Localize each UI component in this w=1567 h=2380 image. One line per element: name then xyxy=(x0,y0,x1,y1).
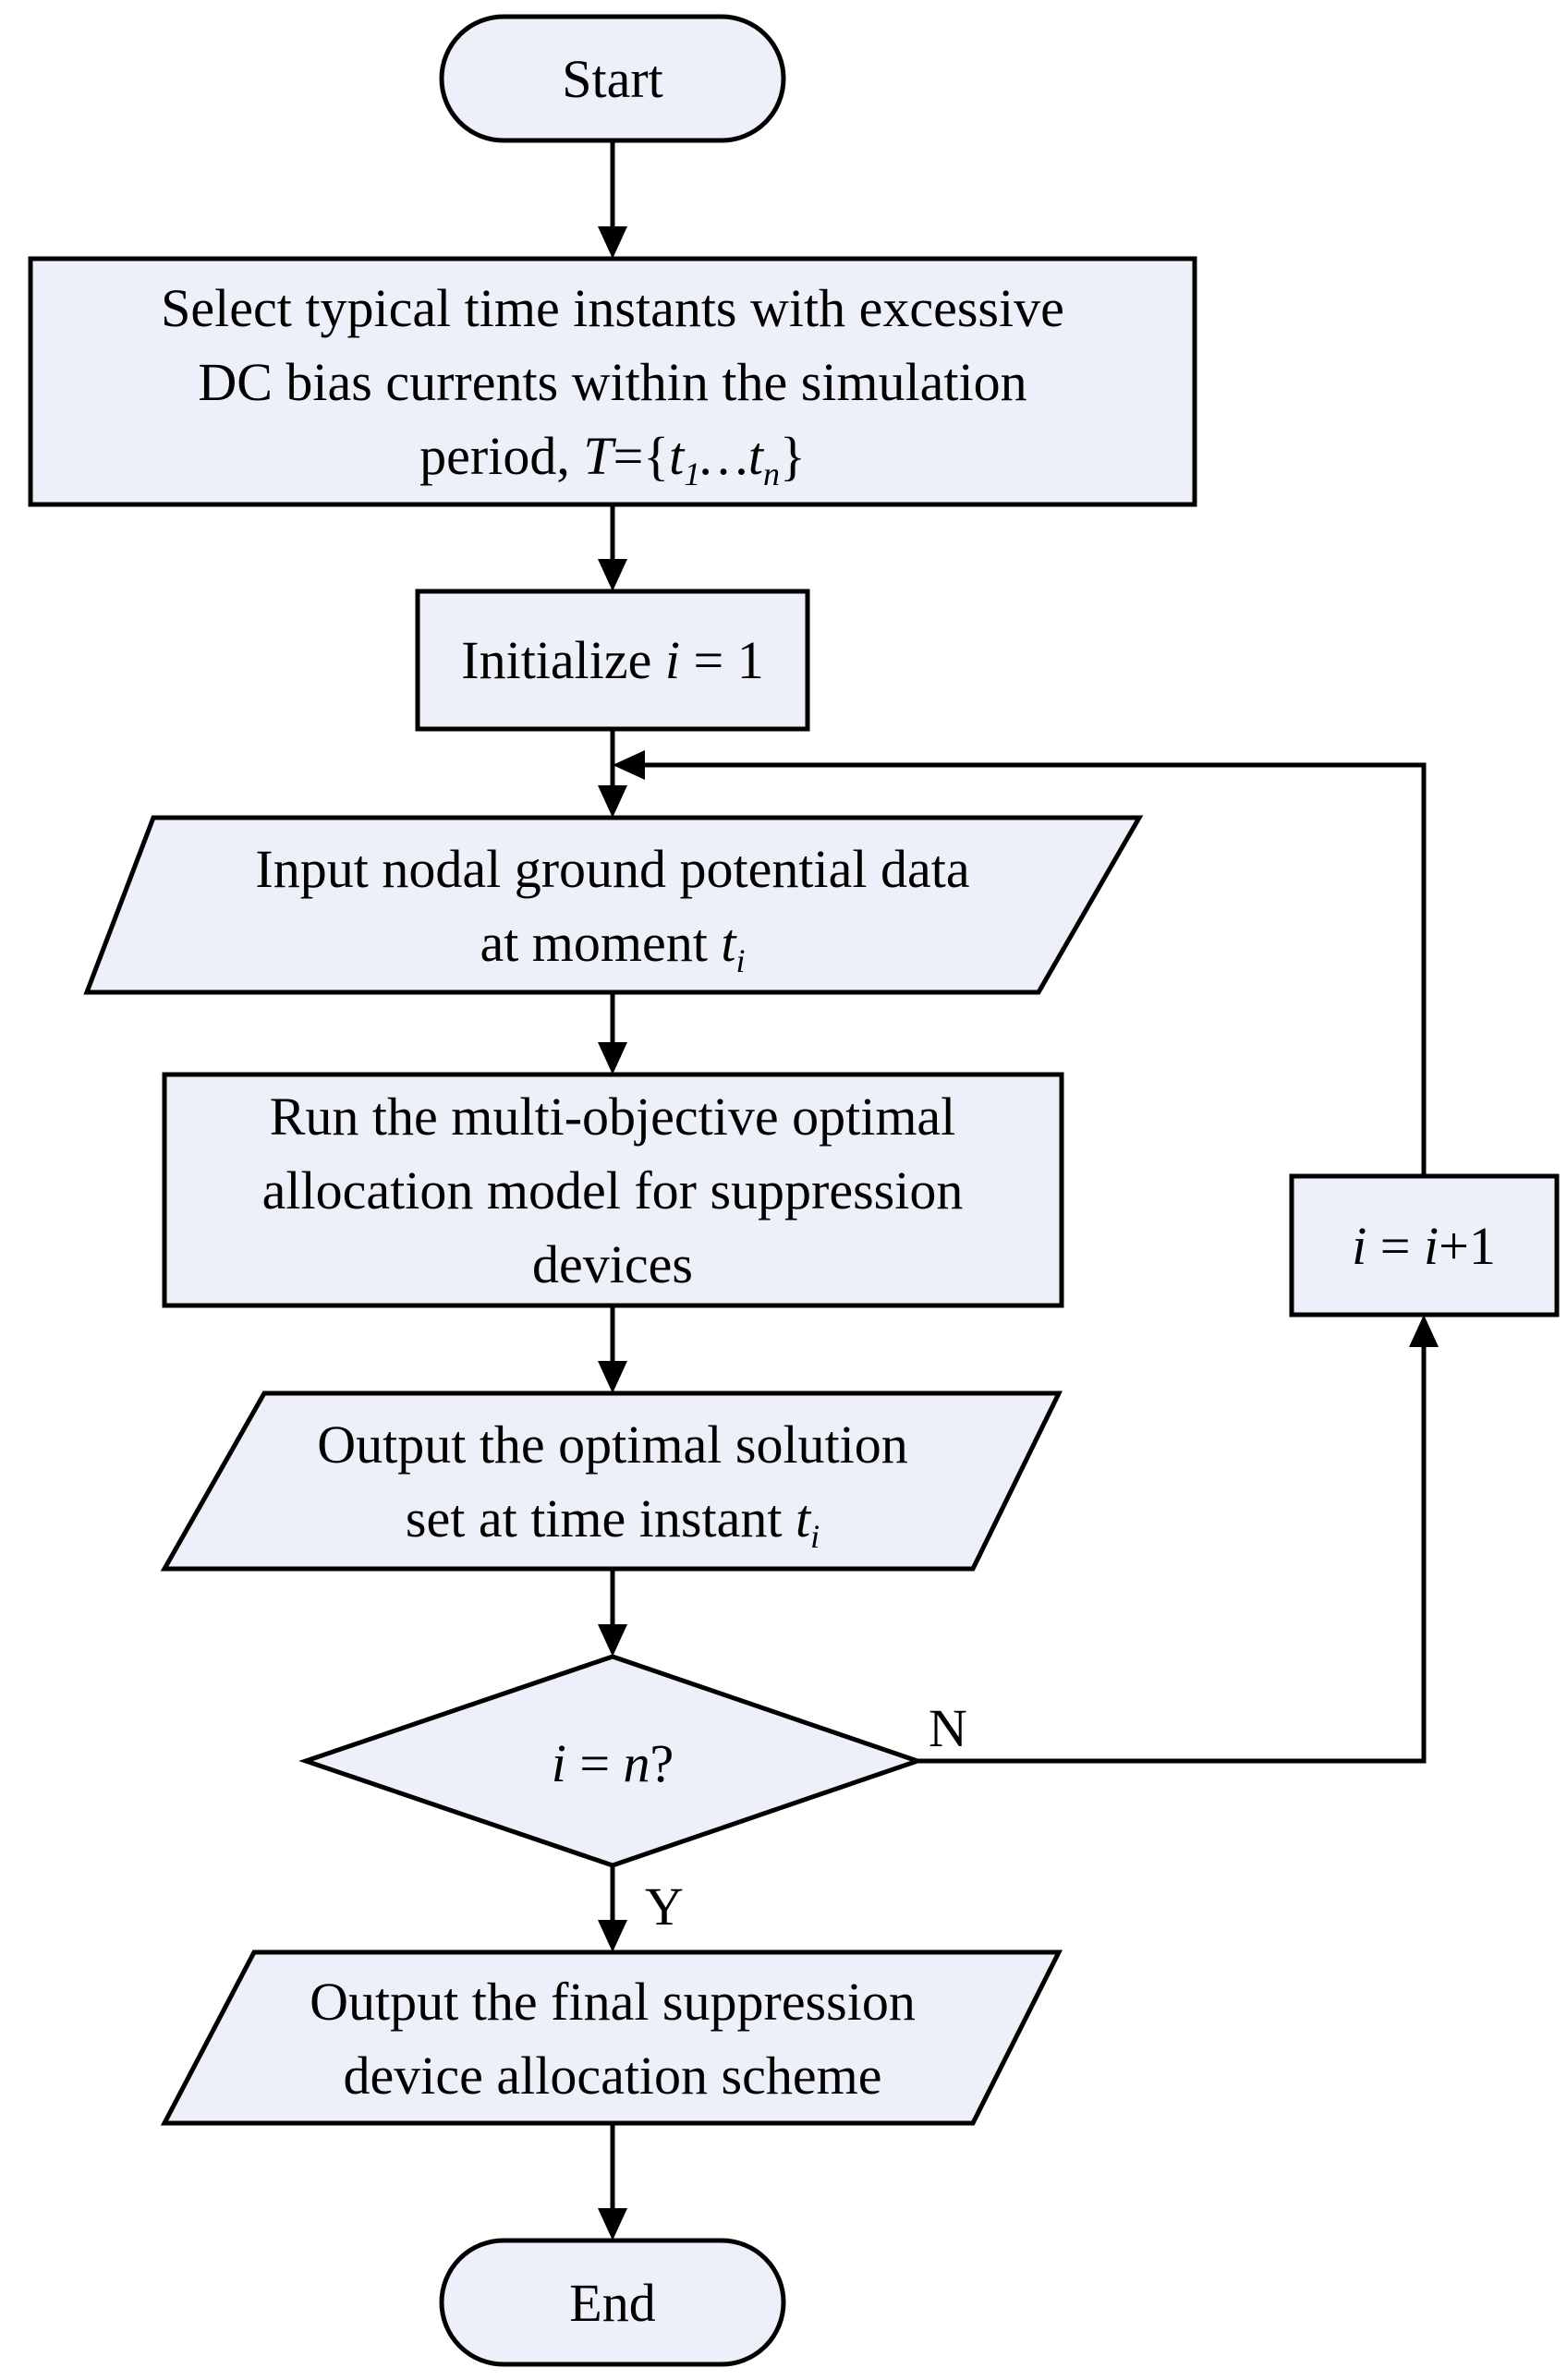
label-line: i = n? xyxy=(552,1733,674,1793)
label-run: period, xyxy=(419,426,583,486)
label-run: t xyxy=(748,426,765,486)
label-run: = 1 xyxy=(680,630,764,690)
arrowhead-loop xyxy=(613,750,645,780)
run-label: Run the multi-objective optimal allocatio… xyxy=(262,1087,964,1294)
run-process-box xyxy=(162,1072,1064,1308)
label-line: set at time instant ti xyxy=(406,1488,820,1555)
label-run: devices xyxy=(532,1234,693,1294)
label-run: device allocation scheme xyxy=(344,2046,882,2106)
start-label: Start xyxy=(562,49,663,109)
label-line: Output the optimal solution xyxy=(317,1415,908,1475)
label-run: i xyxy=(552,1733,566,1793)
label-line: End xyxy=(569,2273,655,2333)
label-run: i xyxy=(736,942,746,979)
label-run: n xyxy=(763,455,780,492)
label-run: Output the optimal solution xyxy=(317,1415,908,1475)
label-line: device allocation scheme xyxy=(344,2046,882,2106)
arrowhead-output-set xyxy=(598,1361,627,1393)
label-run: i xyxy=(665,630,680,690)
arrowhead-select xyxy=(598,226,627,259)
decision-diamond xyxy=(298,1654,925,1868)
label-line: period, T={t1…tn} xyxy=(419,426,806,492)
label-line: allocation model for suppression xyxy=(262,1160,964,1220)
decision-label: i = n? xyxy=(552,1733,674,1793)
label-run: set at time instant xyxy=(406,1488,796,1548)
label-run: Initialize xyxy=(461,630,665,690)
label-run: t xyxy=(669,426,686,486)
label-run: } xyxy=(780,426,806,486)
label-run: allocation model for suppression xyxy=(262,1160,964,1220)
arrowhead-increment xyxy=(1409,1315,1439,1347)
label-run: Run the multi-objective optimal xyxy=(270,1087,956,1147)
label-run: ={ xyxy=(613,426,670,486)
input-data-parallelogram xyxy=(83,815,1144,995)
input-label: Input nodal ground potential data at mome… xyxy=(255,839,969,979)
label-run: End xyxy=(569,2273,655,2333)
label-run: = xyxy=(566,1733,624,1793)
end-terminal xyxy=(439,2238,786,2367)
label-run: Output the final suppression xyxy=(310,1972,916,2032)
label-run: Input nodal ground potential data xyxy=(255,839,969,899)
label-run: ? xyxy=(650,1733,674,1793)
arrowhead-output-final xyxy=(598,1920,627,1952)
connectors xyxy=(598,140,1439,2240)
output-final-label: Output the final suppression device alloc… xyxy=(310,1972,916,2106)
start-terminal xyxy=(439,14,786,143)
yes-branch-label: Y xyxy=(645,1876,684,1937)
label-run: n xyxy=(624,1733,650,1793)
label-line: i = i+1 xyxy=(1352,1216,1496,1276)
label-run: Select typical time instants with excess… xyxy=(161,278,1064,338)
label-run: 1 xyxy=(684,455,700,492)
label-run: t xyxy=(721,913,737,973)
arrowhead-input xyxy=(598,785,627,818)
init-process-box xyxy=(415,589,810,732)
arrowhead-decision xyxy=(598,1624,627,1657)
label-run: i xyxy=(1424,1216,1439,1276)
label-run: DC bias currents within the simulation xyxy=(198,352,1026,412)
label-line: Run the multi-objective optimal xyxy=(270,1087,956,1147)
arrowhead-init xyxy=(598,559,627,591)
label-run: T xyxy=(583,426,616,486)
label-line: Select typical time instants with excess… xyxy=(161,278,1064,338)
nodes: Start Select typical time instants with … xyxy=(28,14,1560,2367)
label-run: at moment xyxy=(480,913,721,973)
edge-decision-to-increment xyxy=(917,1347,1427,1764)
label-run: … xyxy=(700,426,748,486)
label-run: i xyxy=(1352,1216,1367,1276)
select-label: Select typical time instants with excess… xyxy=(161,278,1064,492)
end-label: End xyxy=(569,2273,655,2333)
label-line: Initialize i = 1 xyxy=(461,630,763,690)
arrowhead-end xyxy=(598,2208,627,2240)
edge-increment-to-loop xyxy=(645,762,1427,1176)
label-line: Output the final suppression xyxy=(310,1972,916,2032)
no-branch-label: N xyxy=(929,1698,967,1758)
label-run: t xyxy=(796,1488,812,1548)
label-run: i xyxy=(810,1518,820,1555)
select-process-box xyxy=(28,256,1197,507)
output-set-data-parallelogram xyxy=(160,1390,1063,1572)
output-set-label: Output the optimal solution set at time i… xyxy=(317,1415,908,1555)
increment-process-box xyxy=(1289,1173,1560,1318)
label-line: DC bias currents within the simulation xyxy=(198,352,1026,412)
label-line: devices xyxy=(532,1234,693,1294)
label-line: Start xyxy=(562,49,663,109)
arrowhead-run xyxy=(598,1042,627,1075)
label-line: at moment ti xyxy=(480,913,745,979)
label-run: = xyxy=(1367,1216,1424,1276)
init-label: Initialize i = 1 xyxy=(461,630,763,690)
label-run: Start xyxy=(562,49,663,109)
label-run: +1 xyxy=(1439,1216,1496,1276)
label-line: Input nodal ground potential data xyxy=(255,839,969,899)
increment-label: i = i+1 xyxy=(1352,1216,1496,1276)
output-final-data-parallelogram xyxy=(160,1949,1063,2126)
